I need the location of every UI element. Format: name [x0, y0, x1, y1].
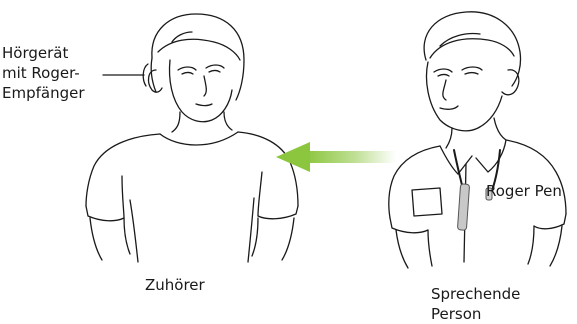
hearing-aid-label: Hörgerät mit Roger- Empfänger [2, 43, 85, 103]
hearing-aid-label-line-3: Empfänger [2, 83, 85, 103]
hearing-aid-label-line-1: Hörgerät [2, 43, 85, 63]
speaker-label-line-2: Person [431, 304, 520, 324]
hearing-aid-label-line-2: mit Roger- [2, 63, 85, 83]
speaker-label-line-1: Sprechende [431, 284, 520, 304]
listener-figure [86, 14, 298, 262]
roger-pen-label: Roger Pen [486, 181, 562, 201]
listener-label: Zuhörer [145, 275, 205, 295]
speaker-label: Sprechende Person [431, 284, 520, 324]
speaker-figure [389, 12, 566, 268]
signal-arrow-icon [276, 142, 396, 172]
